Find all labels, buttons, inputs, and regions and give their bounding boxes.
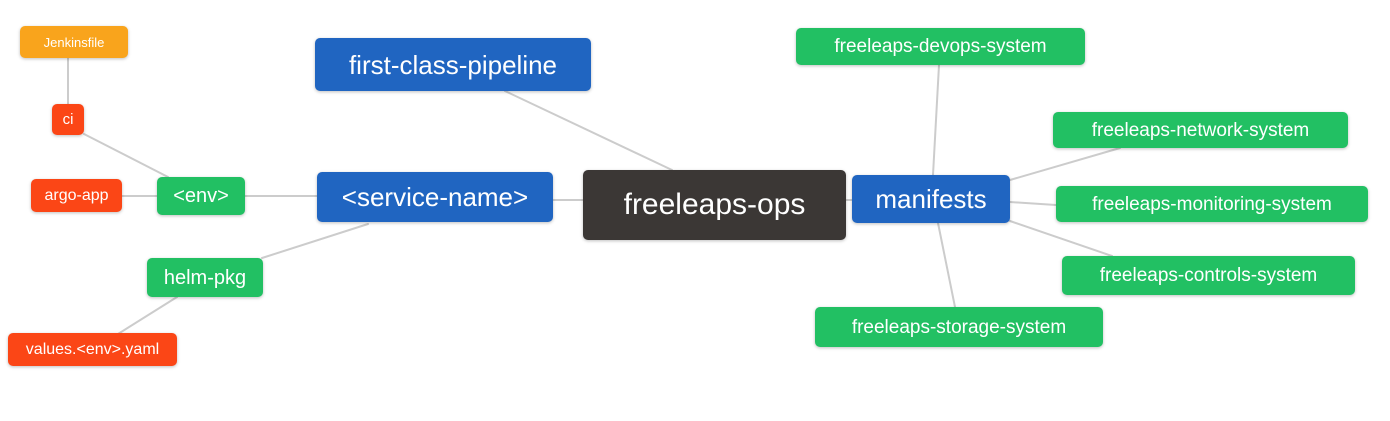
node-freeleaps-ops[interactable]: freeleaps-ops <box>583 170 846 240</box>
node-values-env-yaml[interactable]: values.<env>.yaml <box>8 333 177 366</box>
edge-pipeline-freeleaps-ops <box>504 90 673 171</box>
edge-manifests-storage <box>937 222 956 308</box>
node-service-name[interactable]: <service-name> <box>317 172 553 222</box>
edge-manifests-network <box>1009 147 1121 181</box>
node-helm-pkg[interactable]: helm-pkg <box>147 258 263 297</box>
node-ci[interactable]: ci <box>52 104 84 135</box>
edge-manifests-monitoring <box>1009 201 1057 206</box>
node-env[interactable]: <env> <box>157 177 245 215</box>
node-network-system[interactable]: freeleaps-network-system <box>1053 112 1348 148</box>
node-manifests[interactable]: manifests <box>852 175 1010 223</box>
node-jenkinsfile[interactable]: Jenkinsfile <box>20 26 128 58</box>
node-controls-system[interactable]: freeleaps-controls-system <box>1062 256 1355 295</box>
node-argo-app[interactable]: argo-app <box>31 179 122 212</box>
node-first-class-pipeline[interactable]: first-class-pipeline <box>315 38 591 91</box>
node-devops-system[interactable]: freeleaps-devops-system <box>796 28 1085 65</box>
edge-ci-env <box>83 133 169 178</box>
edge-helm-pkg-service-name <box>261 223 369 259</box>
node-storage-system[interactable]: freeleaps-storage-system <box>815 307 1103 347</box>
edge-manifests-devops <box>932 64 940 176</box>
node-monitoring-system[interactable]: freeleaps-monitoring-system <box>1056 186 1368 222</box>
edge-values-helm-pkg <box>117 296 178 335</box>
edge-manifests-controls <box>1009 220 1113 257</box>
